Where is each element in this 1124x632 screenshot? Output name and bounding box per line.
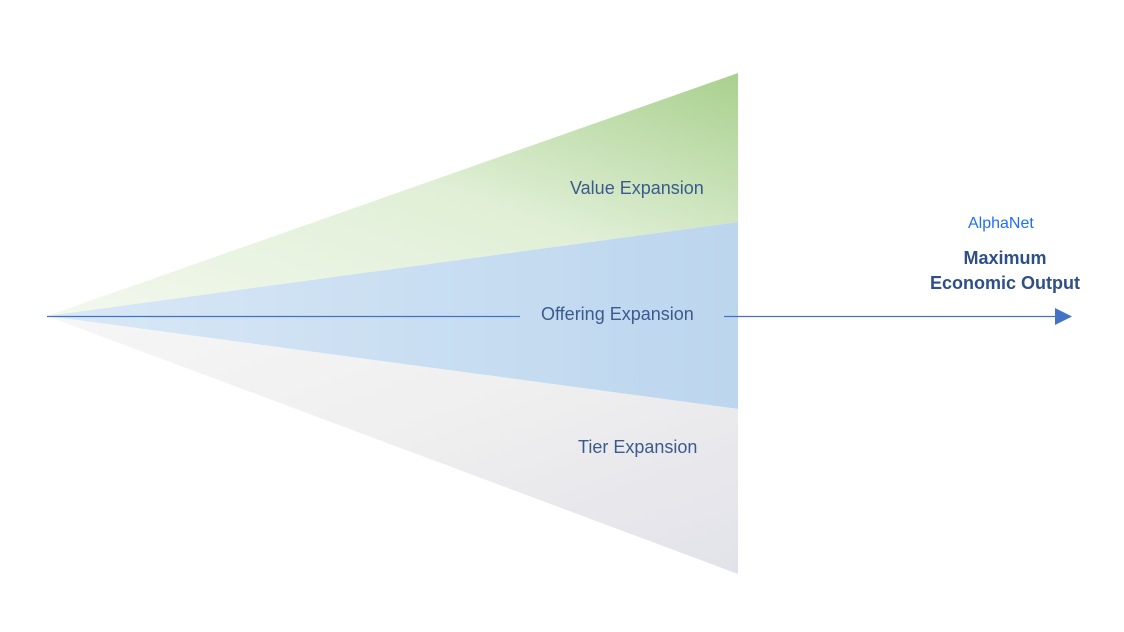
- offering-expansion-label: Offering Expansion: [541, 304, 694, 324]
- brand-label: AlphaNet: [968, 215, 1034, 232]
- tier-expansion-wedge: [47, 316, 738, 574]
- tier-expansion-label: Tier Expansion: [578, 437, 698, 457]
- value-expansion-wedge: [47, 73, 738, 316]
- target-title: Maximum Economic Output: [915, 246, 1095, 296]
- target-title-line1: Maximum: [963, 248, 1047, 268]
- value-expansion-label: Value Expansion: [570, 178, 704, 198]
- offering-expansion-wedge: [47, 222, 738, 409]
- arrow-head-icon: [1055, 308, 1072, 325]
- target-title-line2: Economic Output: [930, 273, 1080, 293]
